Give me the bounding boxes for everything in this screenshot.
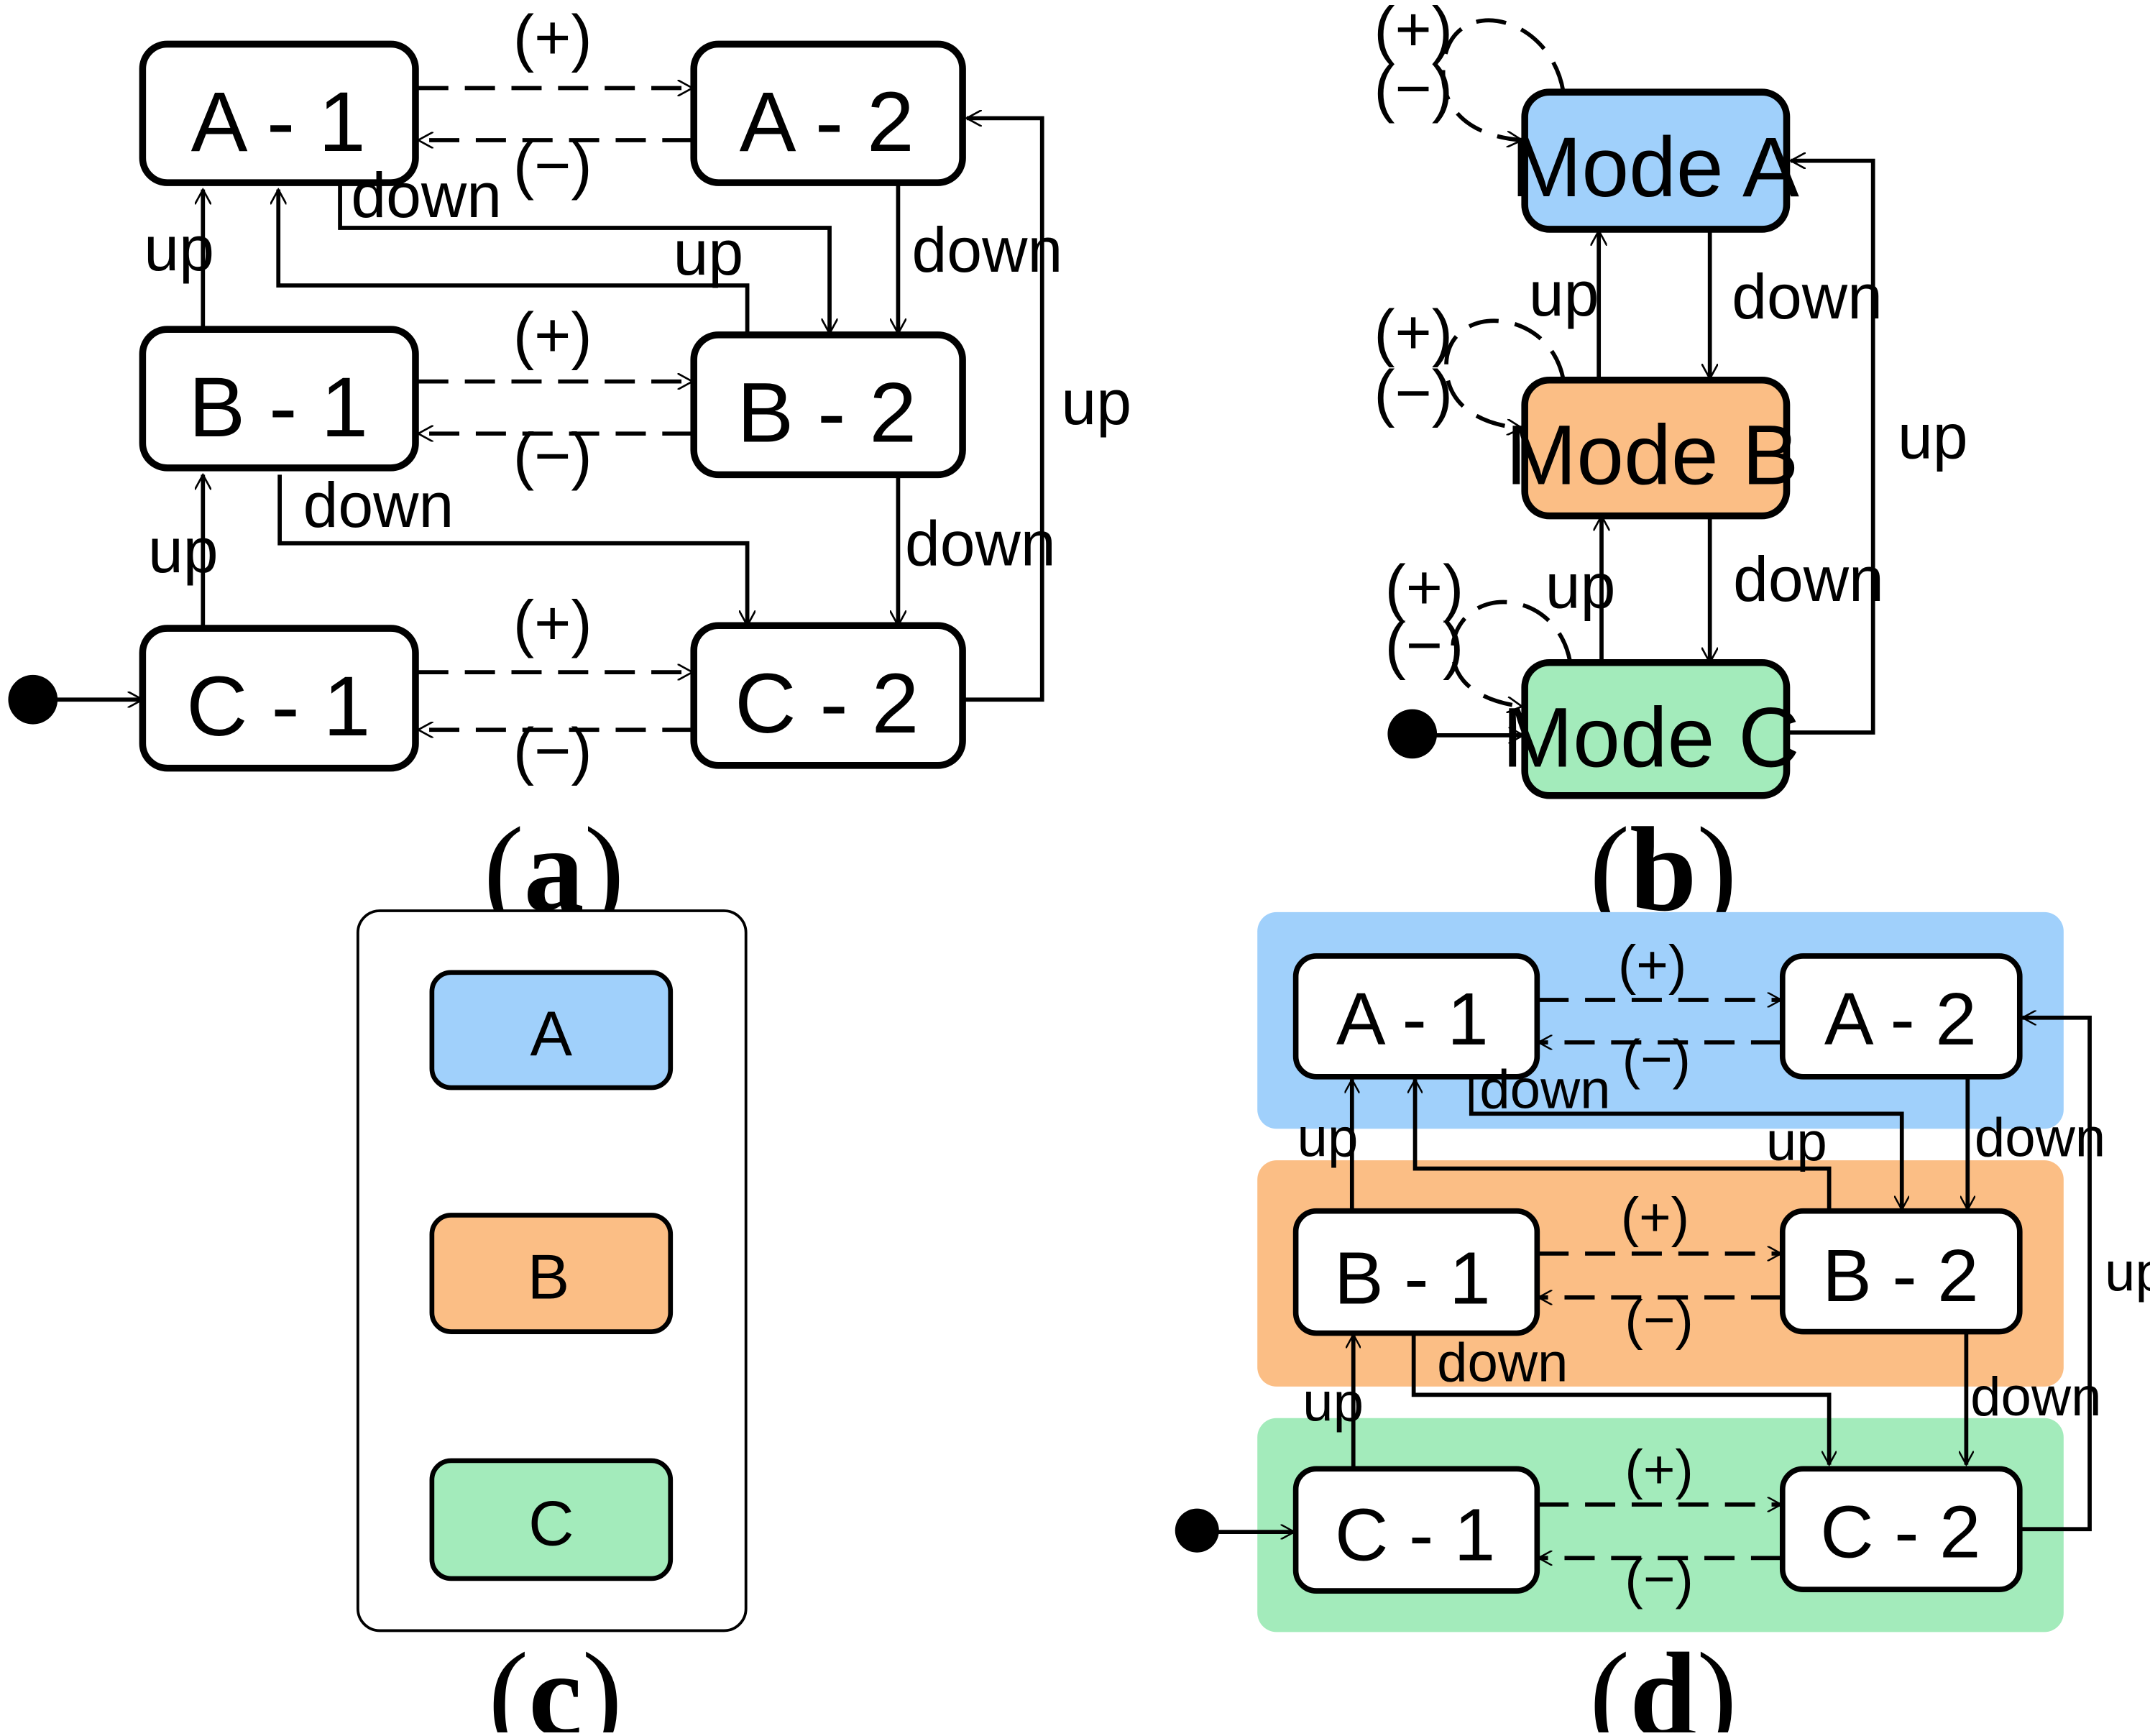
label-minus: (−) [513,715,592,786]
edge-b1-c2-down [1411,1333,1829,1465]
mode-a [1521,88,1791,233]
state-c1-label: C - 1 [186,659,370,754]
state-a1 [1292,953,1540,1080]
label-minus: (−) [1385,610,1464,680]
label-plus: (+) [1625,1439,1693,1500]
state-b2-label: B - 2 [1822,1234,1979,1317]
label-down: down [1732,262,1883,332]
label-plus: (+) [1374,0,1453,65]
state-a2-label: A - 2 [740,75,914,170]
mode-b-block [429,1213,674,1334]
panel-d: A - 1 A - 2 B - 1 B - 2 C - 1 C - 2 (+) … [1175,911,2150,1736]
initial-state-dot [1175,1508,1219,1553]
label-down: down [1733,544,1884,615]
edge-b1-c2-down [277,474,747,625]
state-c2 [1779,1466,2023,1593]
state-a2 [1779,953,2023,1080]
label-down: down [912,215,1063,285]
mode-c-block-label: C [528,1489,574,1559]
label-minus: (−) [513,130,592,201]
label-up: up [1297,1107,1359,1168]
panel-a: A - 1 A - 2 B - 1 B - 2 C - 1 C - 2 (+) … [8,2,1131,937]
state-b1-label: B - 1 [188,360,368,455]
label-up: up [1545,551,1616,621]
panel-c: A B C (c) [356,909,748,1736]
edge-b2-a1-up [1415,1080,1832,1210]
edge-a1-b2-down [1469,1078,1902,1210]
label-minus: (−) [1625,1549,1693,1610]
mode-b-label: Mode B [1506,408,1799,503]
mode-a-block-label: A [530,999,573,1070]
label-plus: (+) [1621,1187,1689,1248]
state-c2-label: C - 2 [735,656,919,751]
label-minus: (−) [513,421,592,491]
label-up: up [1766,1111,1827,1172]
label-plus: (+) [513,588,592,658]
state-a1-label: A - 1 [1336,978,1489,1060]
label-down: down [905,508,1056,579]
edge-c2-a2-up [2021,1018,2092,1532]
mode-b-block-label: B [528,1241,570,1312]
label-up: up [148,515,219,586]
state-b1 [1292,1208,1540,1336]
label-plus: (+) [513,2,592,73]
label-plus: (+) [513,300,592,370]
panel-c-caption: (c) [488,1628,622,1732]
state-c1 [139,625,419,772]
label-minus: (−) [1622,1029,1691,1090]
label-plus: (+) [1618,934,1686,996]
state-b1-label: B - 1 [1334,1237,1491,1320]
state-a2-label: A - 2 [1824,978,1977,1060]
label-up: up [2105,1241,2150,1303]
mode-c [1521,658,1791,799]
self-loop-mode-a [1441,18,1566,140]
state-c1-label: C - 1 [1335,1493,1495,1576]
label-up: up [1061,367,1131,438]
state-b2-label: B - 2 [737,366,916,461]
label-up: up [1529,259,1599,329]
label-down: down [351,160,502,231]
mode-b [1521,377,1791,520]
state-a2 [690,40,966,186]
panel-d-caption: (d) [1589,1628,1737,1732]
state-a1 [139,40,419,186]
edge-b2-a1-up [278,190,750,334]
state-b1 [139,326,419,472]
self-loop-mode-c [1451,600,1572,707]
initial-state-dot [8,674,58,725]
label-up: up [674,218,744,288]
state-c1 [1292,1466,1540,1594]
mode-c-block [429,1458,674,1581]
state-a1-label: A - 1 [191,75,366,170]
edge-c2-a2-up [963,118,1044,702]
label-down: down [1479,1060,1610,1121]
label-up: up [144,213,214,284]
label-minus: (−) [1374,357,1453,428]
label-down: down [1970,1367,2101,1428]
label-up: up [1303,1372,1364,1433]
mode-a-block [429,970,674,1090]
state-b2 [1779,1208,2023,1335]
mode-c-label: Mode C [1502,691,1800,786]
state-b2 [690,331,966,479]
state-c2-label: C - 2 [1820,1491,1980,1574]
label-plus: (+) [1374,298,1453,368]
label-down: down [1437,1332,1568,1393]
mode-a-label: Mode A [1511,120,1799,215]
state-c2 [690,622,966,769]
initial-state-dot [1387,709,1438,759]
label-plus: (+) [1385,552,1464,623]
label-down: down [1975,1107,2105,1168]
label-up: up [1898,402,1968,472]
self-loop-mode-b [1444,318,1566,428]
label-down: down [303,470,454,541]
panel-b: Mode A Mode B Mode C (+) (−) (+) (−) (+)… [1374,0,1967,937]
label-minus: (−) [1374,53,1453,124]
edge-mode-c-a-up [1788,161,1875,735]
label-minus: (−) [1625,1290,1693,1351]
edge-a1-b2-down [338,184,830,334]
